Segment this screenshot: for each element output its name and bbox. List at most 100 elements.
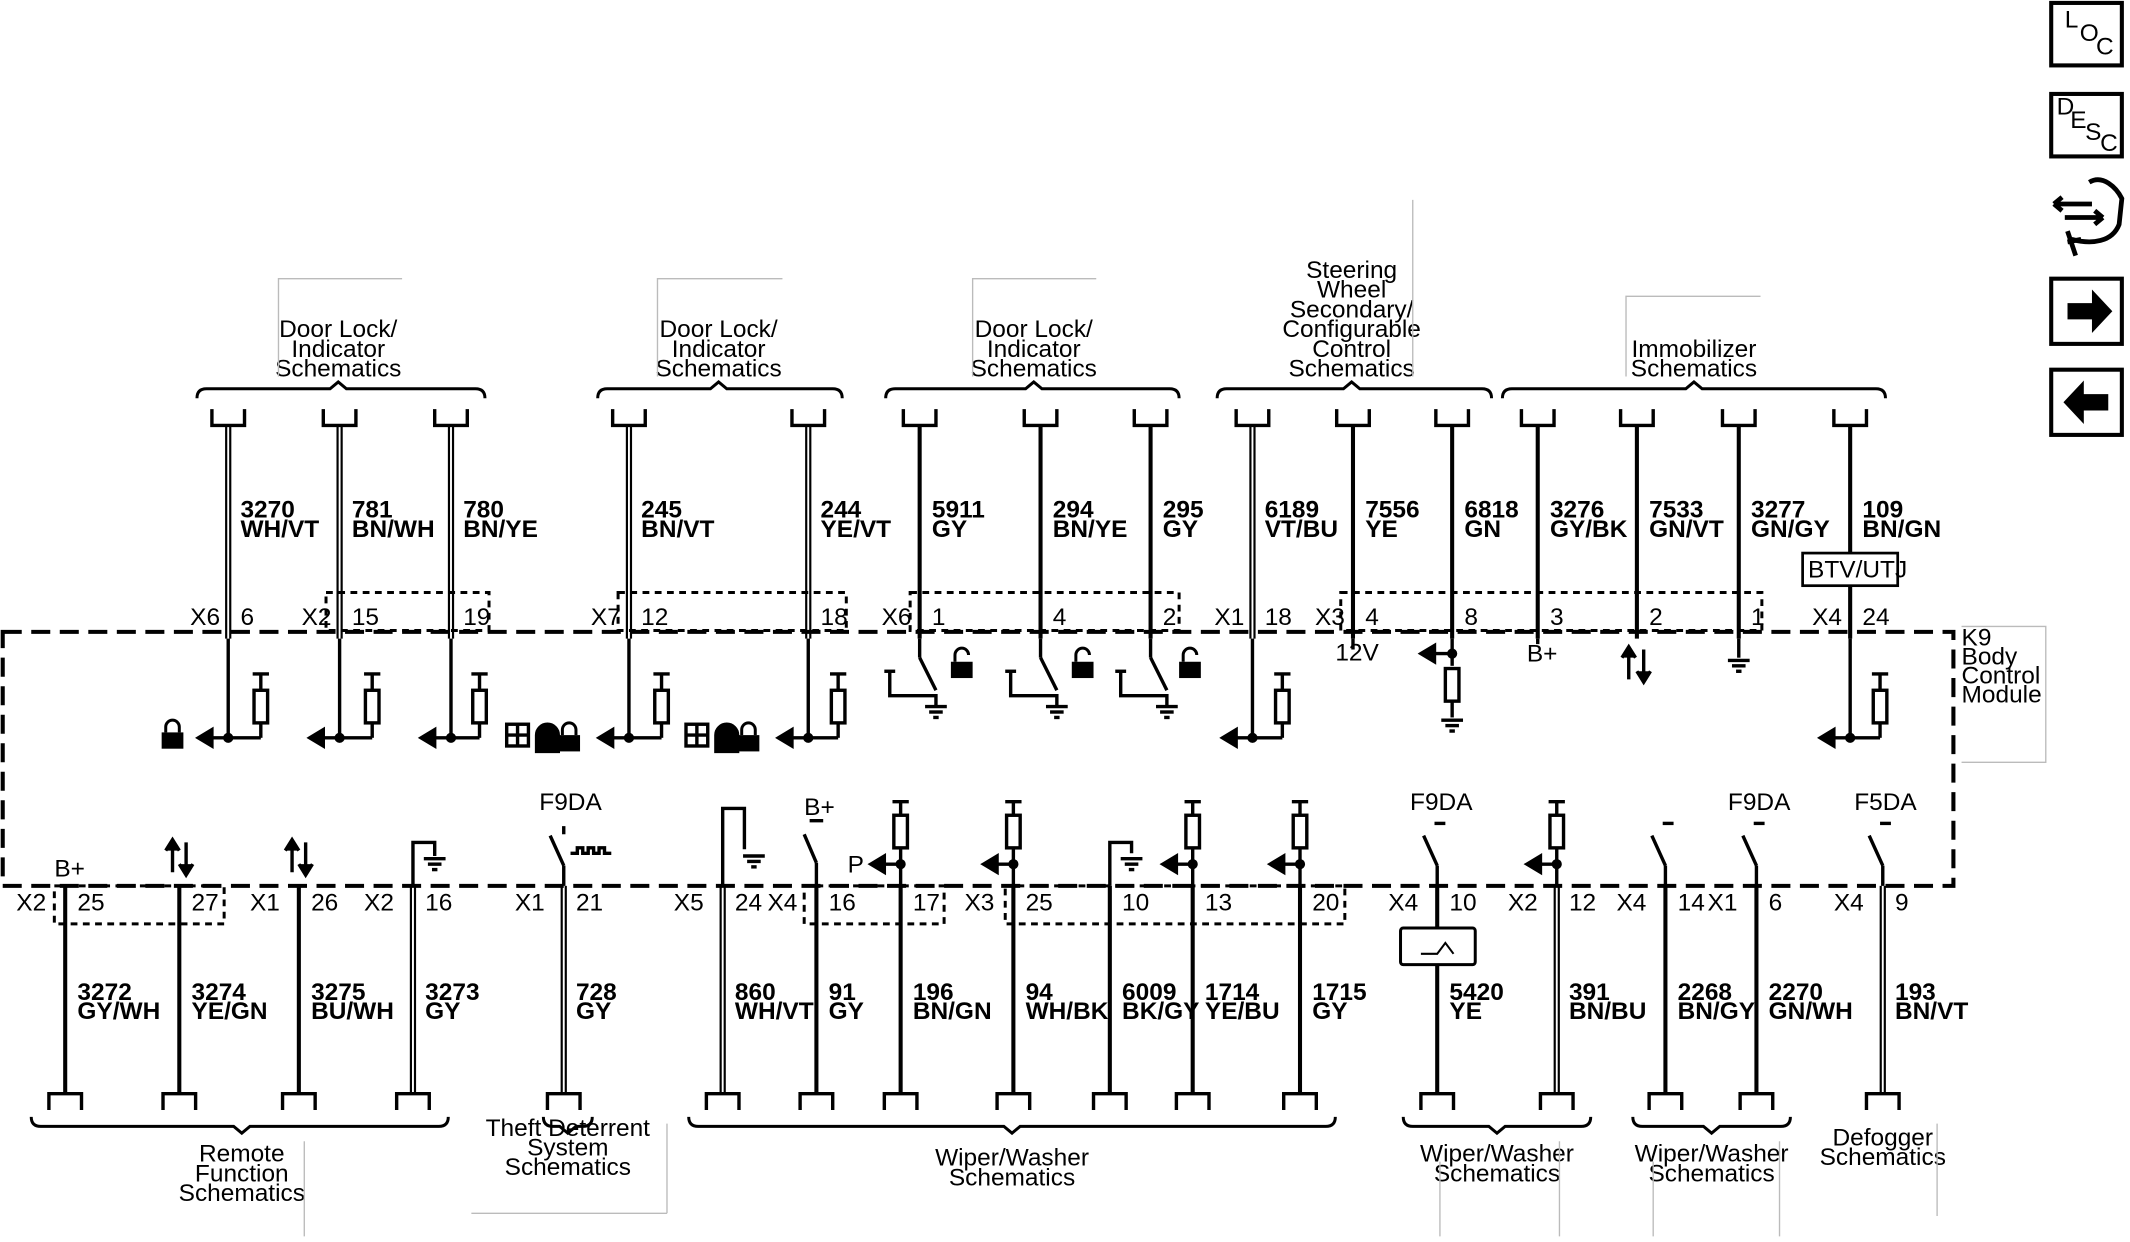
bottom-pin-12: 10 [1449, 889, 1476, 916]
bottom-wire-color-13: BN/BU [1569, 998, 1646, 1025]
bottom-pin-4: 21 [576, 889, 603, 916]
bottom-wire-number-3: 3273 [425, 979, 479, 1006]
top-group-2-line-1: Indicator [987, 336, 1081, 363]
bottom-group-4-brace [1631, 1116, 1792, 1136]
bottom-wire-number-5: 860 [735, 979, 776, 1006]
bottom-terminal-11 [1282, 1092, 1319, 1111]
top-wire-color-11: GY/BK [1550, 516, 1628, 543]
bottom-terminal-3 [394, 1092, 431, 1111]
top-terminal-12 [1618, 409, 1655, 428]
bottom-group-3-brace [1401, 1116, 1593, 1136]
top-group-3-line-2: Secondary/ [1290, 296, 1414, 323]
schematic-stroke [164, 718, 181, 733]
schematic-stroke [560, 721, 578, 736]
bottom-group-1-line-0: Theft Deterrent [486, 1115, 651, 1142]
top-group-3-line-5: Schematics [1288, 355, 1414, 382]
top-terminal-8 [1234, 409, 1271, 428]
bottom-wire-color-3: GY [425, 998, 460, 1025]
schematic-stroke [775, 726, 794, 749]
arrow-left-icon [2063, 380, 2109, 425]
top-terminal-0 [210, 409, 247, 428]
bottom-connector-12: X4 [1388, 889, 1418, 916]
forward-button[interactable] [2049, 276, 2124, 346]
schematic-stroke [558, 735, 581, 752]
label-bplus-top: B+ [1527, 641, 1558, 668]
loc-button[interactable]: L O C [2049, 0, 2124, 68]
schematic-stroke [1867, 834, 1885, 867]
bottom-wire-color-6: GY [829, 998, 864, 1025]
top-wire-number-0: 3270 [240, 497, 294, 524]
top-terminal-13 [1720, 409, 1757, 428]
unlock-icon [1179, 646, 1201, 679]
top-wire-number-9: 7556 [1365, 497, 1419, 524]
desc-button[interactable]: D E S C [2049, 91, 2124, 159]
top-wire-color-13: GN/GY [1751, 516, 1830, 543]
bottom-wire-color-10: YE/BU [1205, 998, 1280, 1025]
bottom-pin-15: 6 [1769, 889, 1783, 916]
bottom-wire-number-15: 2270 [1769, 979, 1823, 1006]
top-wire-color-3: BN/VT [641, 516, 714, 543]
top-wire-color-14: BN/GN [1862, 516, 1941, 543]
door-lock-car-icon [714, 722, 740, 754]
loc-letter-c: C [2096, 34, 2114, 61]
top-group-4-line-1: Schematics [1631, 355, 1757, 382]
bottom-pin-3: 16 [425, 889, 452, 916]
schematic-stroke [1074, 646, 1091, 662]
lock-icon [737, 721, 760, 752]
label-bplus-bottom-2: B+ [804, 794, 835, 821]
top-wire-color-1: BN/WH [352, 516, 435, 543]
schematic-stroke [195, 726, 214, 749]
top-group-0-line-0: Door Lock/ [279, 316, 397, 343]
bottom-terminal-0 [47, 1092, 84, 1111]
bottom-connector-14: X4 [1617, 889, 1647, 916]
schematic-stroke [363, 688, 381, 725]
top-terminal-7 [1132, 409, 1169, 428]
top-wire-color-12: GN/VT [1649, 516, 1724, 543]
bottom-group-0-brace [29, 1116, 450, 1136]
top-terminal-5 [901, 409, 938, 428]
bottom-pin-5: 24 [735, 889, 762, 916]
bottom-terminal-13 [1538, 1092, 1575, 1111]
connector-tool-icon[interactable] [2052, 177, 2125, 257]
label-f5da: F5DA [1854, 789, 1917, 816]
top-group-2-brace [884, 379, 1181, 399]
bottom-terminal-2 [280, 1092, 317, 1111]
bottom-group-0-line-0: Remote [199, 1141, 285, 1168]
bottom-group-2-line-1: Schematics [949, 1164, 1075, 1191]
top-terminal-10 [1434, 409, 1471, 428]
desc-letter-c: C [2100, 130, 2118, 157]
label-12v: 12V [1335, 639, 1379, 666]
schematic-stroke [1179, 661, 1201, 679]
sensor-box [1399, 926, 1477, 967]
module-label-line-3: Control [1962, 662, 2041, 689]
top-wire-color-8: VT/BU [1265, 516, 1338, 543]
schematic-stroke [570, 846, 612, 855]
lock-icon [161, 718, 184, 749]
top-pin-10: 8 [1464, 604, 1478, 631]
schematic-stroke [829, 688, 847, 725]
top-wire-number-8: 6189 [1265, 497, 1319, 524]
top-group-3-line-1: Wheel [1317, 277, 1386, 304]
bottom-wire-color-2: BU/WH [311, 998, 394, 1025]
back-button[interactable] [2049, 367, 2124, 437]
schematic-stroke [918, 656, 938, 692]
top-terminal-1 [321, 409, 358, 428]
bottom-connector-6: X4 [768, 889, 798, 916]
bottom-pin-2: 26 [311, 889, 338, 916]
top-group-2-line-0: Door Lock/ [975, 316, 1093, 343]
schematic-stroke [1620, 643, 1637, 680]
bottom-wire-number-7: 196 [913, 979, 954, 1006]
bottom-terminal-7 [882, 1092, 919, 1111]
schematic-stroke [1422, 834, 1439, 867]
schematic-stroke [2064, 208, 2105, 227]
bottom-terminal-1 [161, 1092, 198, 1111]
door-lock-car-icon [534, 722, 561, 754]
bottom-connector-3: X2 [364, 889, 394, 916]
schematic-stroke [161, 732, 184, 749]
top-group-0-line-1: Indicator [291, 336, 385, 363]
top-wire-number-2: 780 [463, 497, 504, 524]
schematic-stroke [177, 842, 195, 879]
bottom-terminal-8 [995, 1092, 1032, 1111]
schematic-stroke [1008, 671, 1059, 707]
